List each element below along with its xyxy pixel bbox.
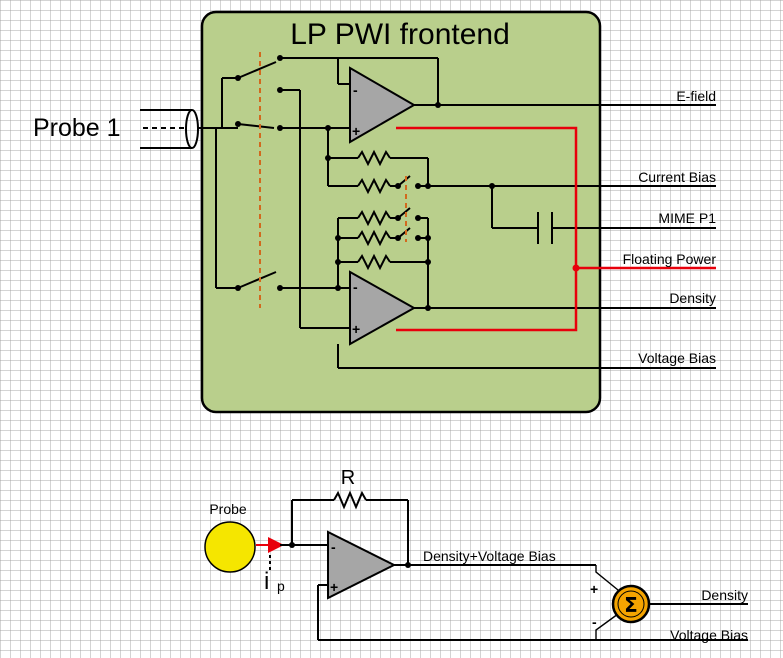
coax-cable <box>140 109 199 149</box>
bias-resistor-network <box>325 128 716 195</box>
probe-label: Probe <box>209 501 247 517</box>
probe1-label: Probe 1 <box>33 114 121 142</box>
summer-density-label: Density <box>701 587 748 603</box>
svg-text:-: - <box>353 82 358 98</box>
svg-text:+: + <box>590 581 598 597</box>
feedback-resistor <box>291 490 409 565</box>
svg-text:-: - <box>353 279 358 295</box>
frontend-box <box>200 10 602 414</box>
output-floating-power-label: Floating Power <box>623 251 717 267</box>
input-switches <box>235 55 350 291</box>
sum-symbol: Σ <box>624 593 638 617</box>
amp-output-label: Density+Voltage Bias <box>423 548 556 564</box>
mime-capacitor <box>491 186 716 244</box>
svg-text:+: + <box>352 123 360 139</box>
output-density-label: Density <box>669 290 716 306</box>
resistor-label: R <box>341 467 355 489</box>
summer-voltage-bias-label: Voltage Bias <box>670 627 748 643</box>
output-mime-label: MIME P1 <box>658 210 716 226</box>
svg-text:+: + <box>330 579 338 595</box>
efield-opamp: - + <box>325 57 716 144</box>
probe-circle <box>204 521 256 573</box>
transimpedance-opamp: - + <box>317 530 596 641</box>
output-voltage-bias-label: Voltage Bias <box>638 350 716 366</box>
density-opamp: - + <box>299 90 716 369</box>
current-subscript: p <box>277 578 285 594</box>
svg-text:+: + <box>352 321 360 337</box>
frontend-title: LP PWI frontend <box>290 18 510 51</box>
output-current-bias-label: Current Bias <box>638 169 716 185</box>
summing-junction: + - Σ <box>590 565 748 641</box>
floating-power-line <box>396 126 716 332</box>
current-label: i <box>264 568 269 595</box>
svg-text:-: - <box>592 614 597 630</box>
output-efield-label: E-field <box>676 88 716 104</box>
svg-text:-: - <box>331 539 336 555</box>
